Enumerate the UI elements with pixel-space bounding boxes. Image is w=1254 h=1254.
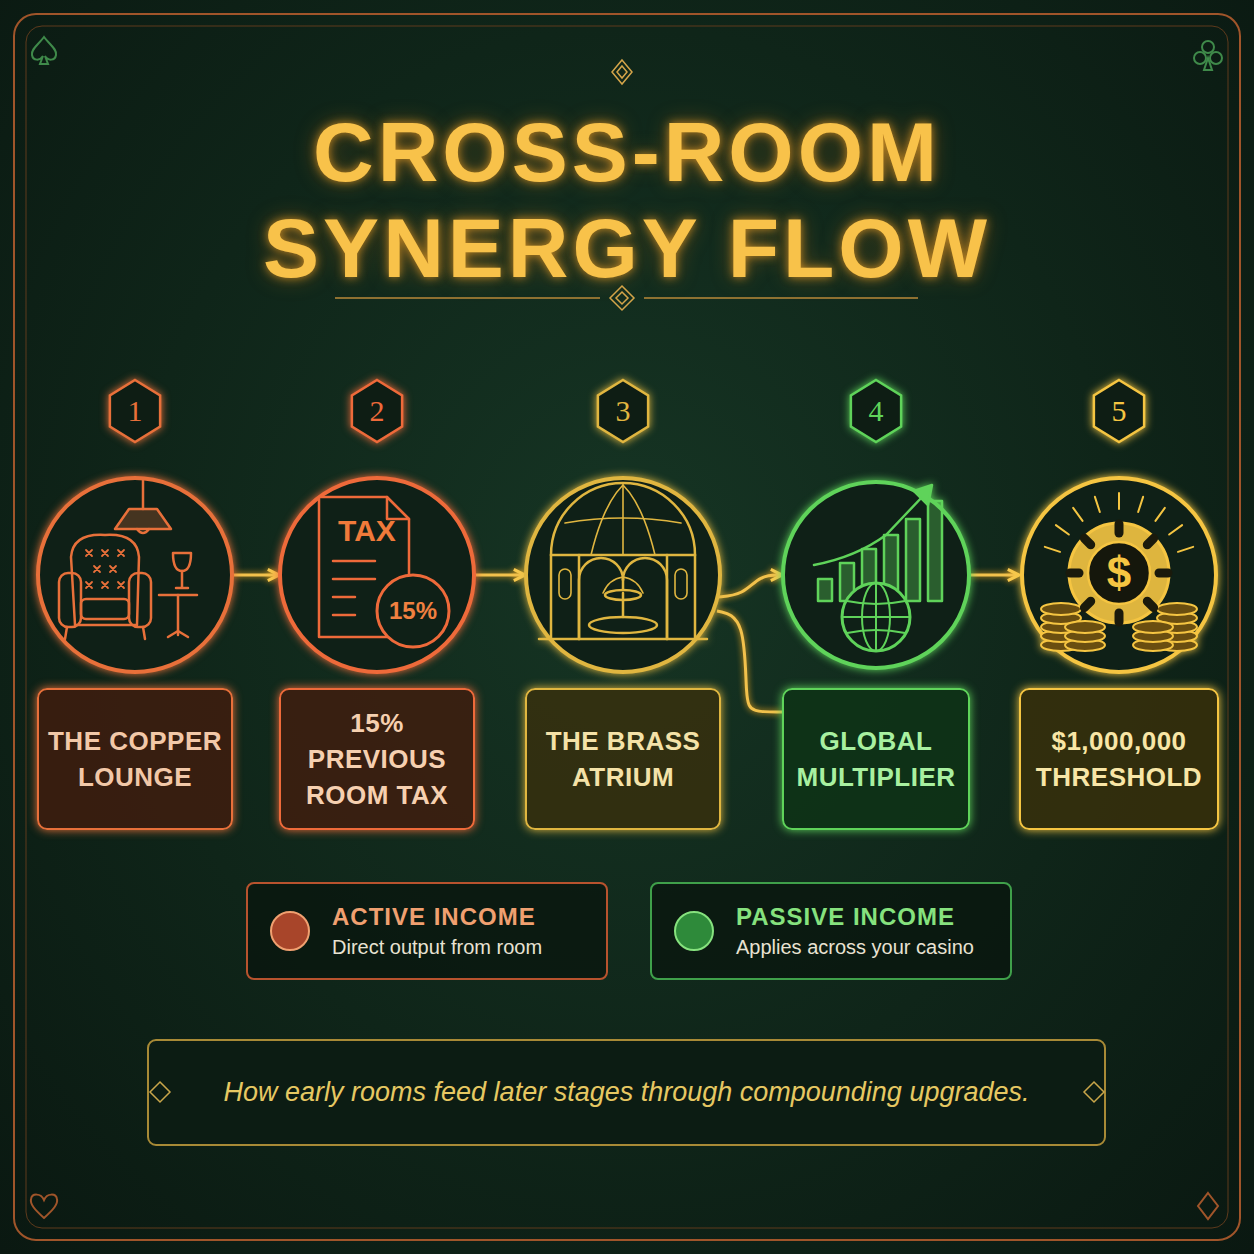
stage-name: GLOBAL MULTIPLIER [792,723,960,795]
stage-name: THE COPPER LOUNGE [47,723,223,795]
stage-icon [59,479,197,639]
stage-circle [783,482,969,668]
chip-symbol: $ [1107,548,1131,598]
suit-club [1194,41,1222,70]
legend-box: ACTIVE INCOMEDirect output from room [246,882,608,980]
stage-circle [280,478,474,672]
flow-connector [717,611,782,712]
stage-icon [1041,493,1197,651]
caption-box [148,1040,1105,1145]
step-number: 3 [525,388,721,434]
legend-description: Direct output from room [332,933,542,961]
title: CROSS-ROOM SYNERGY FLOW [247,104,1007,296]
stage-label-box: THE BRASS ATRIUM [525,688,721,830]
outer-frame [14,14,1240,1240]
stage-name: $1,000,000 THRESHOLD [1029,723,1209,795]
legend-swatch [674,911,714,951]
title-rule [335,297,600,299]
step-number: 2 [279,388,475,434]
legend-swatch [270,911,310,951]
legend-box: PASSIVE INCOMEApplies across your casino [650,882,1012,980]
legend-description: Applies across your casino [736,933,974,961]
step-number: 1 [37,388,233,434]
stage-node: 3THE BRASS ATRIUM [525,380,721,835]
ornament-diamond [150,1082,170,1102]
title-rule [644,297,918,299]
stage-icon [319,497,449,647]
legend-label: PASSIVE INCOME [736,901,974,933]
stage-name: THE BRASS ATRIUM [535,723,711,795]
stage-node: 1THE COPPER LOUNGE [37,380,233,835]
legend-label: ACTIVE INCOME [332,901,542,933]
stage-node: 4GLOBAL MULTIPLIER [782,380,970,835]
stage-label-box: GLOBAL MULTIPLIER [782,688,970,830]
stage-name: 15% PREVIOUS ROOM TAX [289,705,465,813]
ornament-diamond [612,60,632,84]
stage-icon [539,483,707,639]
stage-node: 5 $1,000,000 THRESHOLD [1019,380,1219,835]
legend-text-column: ACTIVE INCOMEDirect output from room [332,901,542,961]
suit-diamond [1198,1193,1218,1219]
document-heading: TAX [338,514,396,548]
inner-frame [26,26,1228,1228]
stage-circle [38,478,232,672]
flow-connector [970,574,1019,577]
stage-circle [1022,478,1216,672]
step-number: 5 [1019,388,1219,434]
percent-badge: 15% [389,597,437,625]
stage-circle [526,478,720,672]
flow-connector [475,574,525,577]
suit-spade [32,37,56,64]
caption: How early rooms feed later stages throug… [180,1072,1073,1112]
stage-label-box: $1,000,000 THRESHOLD [1019,688,1219,830]
flow-connector [717,575,782,597]
stage-icon [814,485,942,651]
flow-connector [233,574,279,577]
suit-heart [31,1195,57,1218]
stage-label-box: THE COPPER LOUNGE [37,688,233,830]
stage-node: 2 15% PREVIOUS ROOM TAX [279,380,475,835]
step-number: 4 [782,388,970,434]
stage-label-box: 15% PREVIOUS ROOM TAX [279,688,475,830]
ornament-diamond [1084,1082,1104,1102]
legend-text-column: PASSIVE INCOMEApplies across your casino [736,901,974,961]
